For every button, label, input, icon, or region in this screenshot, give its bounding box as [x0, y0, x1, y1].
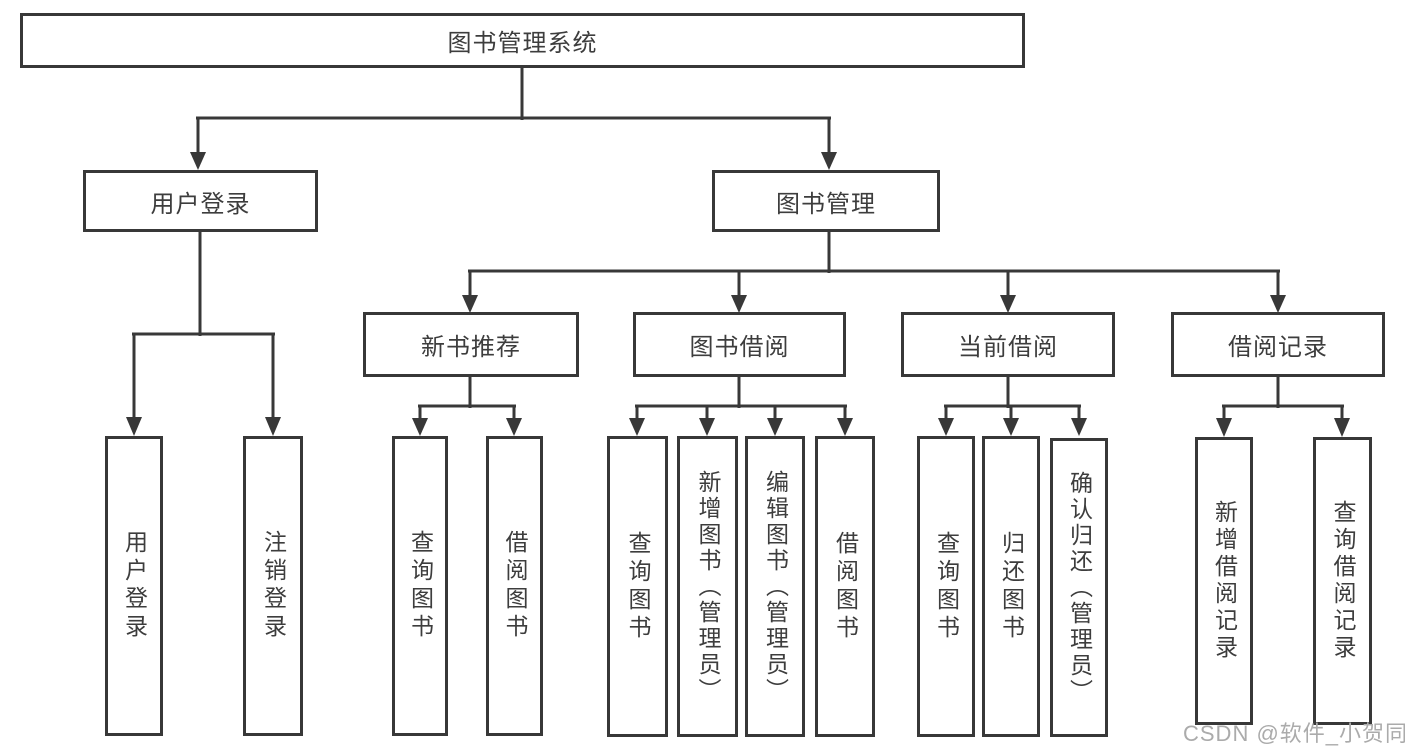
- leaf-confirm-return-admin: 确认归还（管理员）: [1050, 438, 1108, 737]
- node-label: 用户登录: [121, 530, 148, 642]
- node-label: 图书借阅: [689, 334, 790, 361]
- leaf-query-books-current: 查询图书: [917, 436, 975, 737]
- node-label: 当前借阅: [958, 334, 1058, 361]
- watermark-text: CSDN @软件_小贺同学: [1183, 721, 1405, 746]
- node-current-borrowing: 当前借阅: [901, 312, 1115, 377]
- node-label: 注销登录: [260, 530, 287, 642]
- leaf-borrow-books-recommend: 借阅图书: [486, 436, 543, 736]
- leaf-edit-book-admin: 编辑图书（管理员）: [745, 436, 805, 737]
- node-label: 归还图书: [998, 530, 1025, 643]
- node-label: 用户登录: [150, 190, 251, 218]
- node-label: 查询图书: [625, 530, 651, 643]
- leaf-add-borrow-record: 新增借阅记录: [1195, 437, 1253, 725]
- node-label: 确认归还（管理员）: [1066, 470, 1093, 705]
- node-label: 图书管理: [776, 190, 876, 218]
- leaf-query-books-borrowing: 查询图书: [607, 436, 668, 737]
- node-label: 查询图书: [407, 530, 434, 642]
- node-root: 图书管理系统: [20, 13, 1025, 68]
- leaf-query-borrow-record: 查询借阅记录: [1313, 437, 1372, 725]
- leaf-logout: 注销登录: [243, 436, 303, 736]
- leaf-borrow-books-borrowing: 借阅图书: [815, 436, 875, 737]
- node-book-borrowing: 图书借阅: [633, 312, 846, 377]
- node-label: 查询图书: [933, 530, 960, 643]
- node-new-book-recommend: 新书推荐: [363, 312, 579, 377]
- node-label: 编辑图书（管理员）: [762, 469, 789, 704]
- node-user-login-branch: 用户登录: [83, 170, 318, 232]
- node-label: 图书管理系统: [447, 30, 598, 57]
- node-label: 新增借阅记录: [1211, 500, 1238, 662]
- leaf-add-book-admin: 新增图书（管理员）: [677, 436, 738, 737]
- node-book-management: 图书管理: [712, 170, 940, 232]
- node-label: 借阅图书: [832, 530, 859, 643]
- node-label: 新书推荐: [421, 334, 521, 361]
- leaf-query-books-recommend: 查询图书: [392, 436, 448, 736]
- leaf-user-login: 用户登录: [105, 436, 163, 736]
- node-label: 新增图书（管理员）: [695, 469, 721, 704]
- node-label: 借阅记录: [1228, 334, 1328, 361]
- node-borrowing-records: 借阅记录: [1171, 312, 1385, 377]
- node-label: 借阅图书: [502, 530, 528, 642]
- node-label: 查询借阅记录: [1330, 500, 1356, 662]
- leaf-return-books: 归还图书: [982, 436, 1040, 737]
